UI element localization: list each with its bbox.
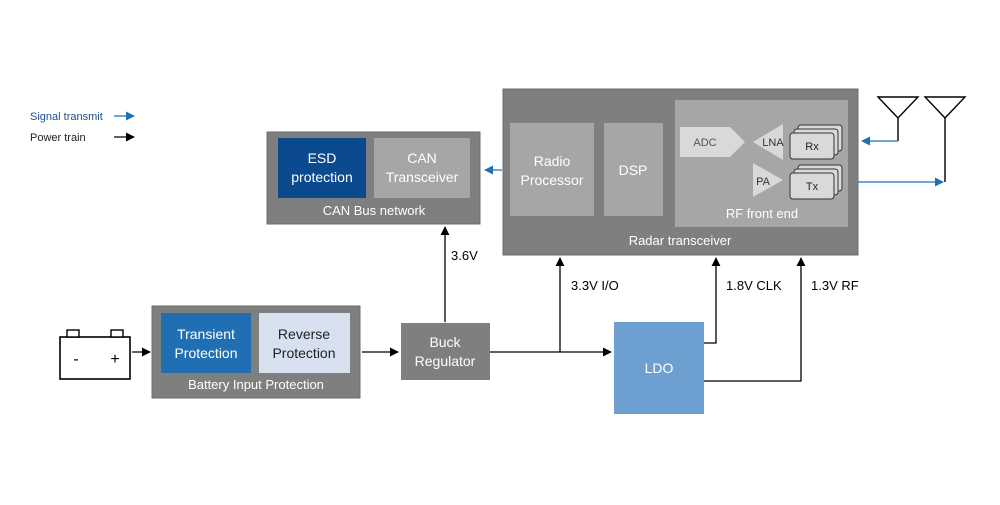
dsp-label: DSP (619, 162, 648, 178)
esd-protection-line2: protection (291, 169, 352, 185)
rf-front-end-box (675, 100, 848, 227)
rx-label: Rx (805, 141, 819, 153)
buck-regulator-block: Buck Regulator (401, 323, 490, 380)
rx-stack: Rx (789, 124, 843, 160)
rail-1v8-line (704, 257, 721, 344)
legend: Signal transmit Power train (30, 111, 135, 144)
rail-1v8-label: 1.8V CLK (726, 278, 782, 293)
rf-front-end-title: RF front end (726, 206, 798, 221)
reverse-protection-box (259, 313, 350, 373)
tx-stack: Tx (789, 164, 843, 200)
transient-protection-line2: Protection (174, 345, 237, 361)
tx-label: Tx (806, 181, 819, 193)
rail-3v6-label: 3.6V (451, 248, 478, 263)
radio-processor-box (510, 123, 594, 216)
can-transceiver-box (374, 138, 470, 198)
can-bus-network-block: ESD protection CAN Transceiver CAN Bus n… (266, 131, 481, 225)
transient-protection-line1: Transient (177, 326, 235, 342)
battery-minus: - (73, 351, 78, 368)
buck-regulator-line2: Regulator (415, 353, 476, 369)
can-transceiver-line1: CAN (407, 150, 437, 166)
legend-signal-label: Signal transmit (30, 111, 103, 123)
rail-3v3-label: 3.3V I/O (571, 278, 619, 293)
transient-protection-box (161, 313, 251, 373)
rail-1v3-label: 1.3V RF (811, 278, 859, 293)
reverse-protection-line2: Protection (272, 345, 335, 361)
adc-label: ADC (693, 137, 716, 149)
buck-regulator-line1: Buck (429, 334, 461, 350)
antenna-icon (876, 96, 967, 170)
reverse-protection-line1: Reverse (278, 326, 330, 342)
battery-input-protection-title: Battery Input Protection (188, 377, 324, 392)
radar-transceiver-block: Radio Processor DSP ADC LNA PA Rx Tx RF … (502, 88, 859, 256)
battery-plus: + (110, 351, 119, 368)
adc-shape (680, 127, 745, 157)
legend-power-label: Power train (30, 132, 86, 144)
radar-transceiver-title: Radar transceiver (629, 233, 732, 248)
rail-1v3-line (704, 257, 806, 382)
can-transceiver-line2: Transceiver (386, 169, 459, 185)
lna-label: LNA (762, 137, 784, 149)
pa-label: PA (756, 176, 771, 188)
ldo-block: LDO (614, 322, 704, 414)
battery-icon: - + (59, 329, 131, 380)
radio-processor-line2: Processor (520, 172, 583, 188)
lna-shape (753, 124, 783, 160)
esd-protection-box (278, 138, 366, 198)
dsp-box (604, 123, 663, 216)
ldo-label: LDO (645, 360, 674, 376)
radio-processor-line1: Radio (534, 153, 571, 169)
battery-input-protection-block: Transient Protection Reverse Protection … (151, 305, 361, 399)
pa-shape (753, 163, 783, 197)
can-bus-network-title: CAN Bus network (323, 203, 426, 218)
esd-protection-line1: ESD (308, 150, 337, 166)
